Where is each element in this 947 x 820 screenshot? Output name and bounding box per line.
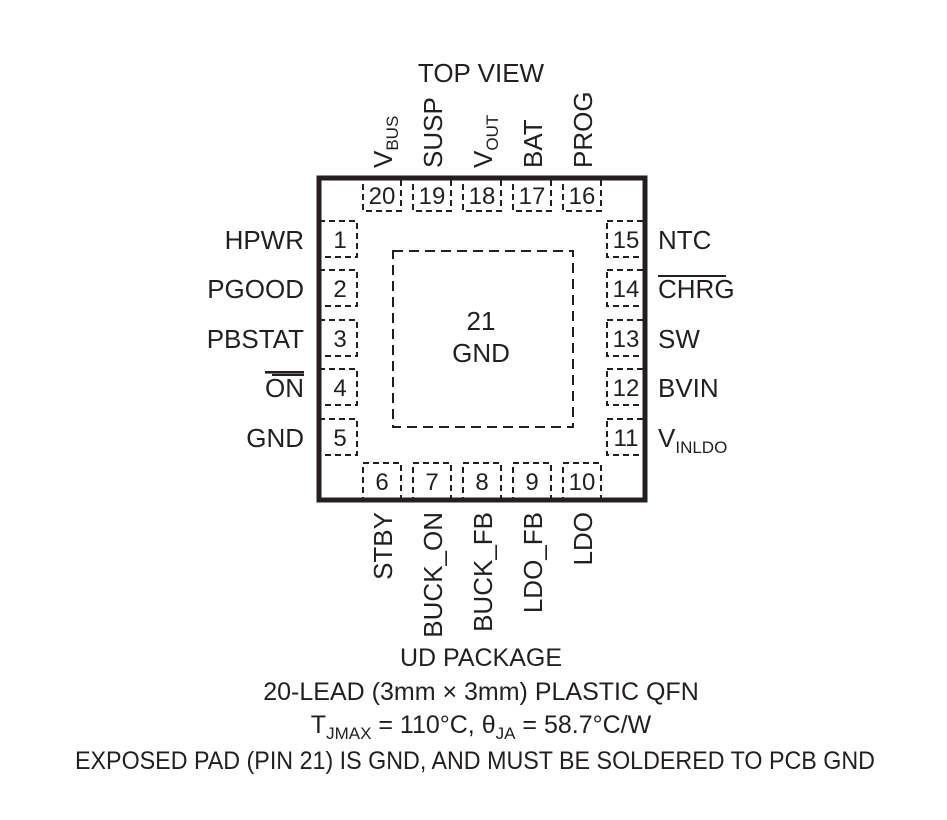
pin-1-number: 1 <box>333 227 346 254</box>
pin-8-number: 8 <box>475 469 488 496</box>
pin-1-pad <box>318 220 358 258</box>
pin-7-number: 7 <box>425 469 438 496</box>
pin-4-pad <box>318 368 358 406</box>
caption-package: UD PACKAGE <box>400 644 562 672</box>
pin-15-pad <box>606 220 646 258</box>
pin-3-number: 3 <box>333 326 346 353</box>
pin-12-number: 12 <box>613 375 640 402</box>
pin-19-number: 19 <box>419 183 446 210</box>
pin-6-name: STBY <box>368 512 398 580</box>
pin-9-name: LDO_FB <box>518 512 548 613</box>
pin-3-pad <box>318 319 358 357</box>
pin-17-pad <box>512 177 552 212</box>
pin-14-pad <box>606 269 646 307</box>
exposed-pad <box>392 250 574 428</box>
pin-18-name: VOUT <box>468 115 502 168</box>
caption-exposed-pad-note: EXPOSED PAD (PIN 21) IS GND, AND MUST BE… <box>75 747 875 775</box>
pin-10-number: 10 <box>569 469 596 496</box>
pin-3-name: PBSTAT <box>207 324 304 354</box>
pin-9-pad <box>512 462 552 501</box>
diagram-title: TOP VIEW <box>418 58 545 88</box>
pin-16-name: PROG <box>568 91 598 168</box>
pin-2-pad <box>318 269 358 307</box>
pin-15-name: NTC <box>658 225 711 255</box>
pin-12-name: BVIN <box>658 373 719 403</box>
pin-8-pad <box>462 462 502 501</box>
pin-13-pad <box>606 319 646 357</box>
bottom-pins: 6 7 8 9 10 STBY BUCK_ON BUCK_FB LDO_FB L… <box>362 462 602 638</box>
pin-15-number: 15 <box>613 227 640 254</box>
pin-6-number: 6 <box>375 469 388 496</box>
pin-20-name: VBUS <box>368 116 402 168</box>
pin-2-name: PGOOD <box>207 274 304 304</box>
pin-14-name: CHRG <box>658 274 735 304</box>
pin-11-name: VINLDO <box>658 423 727 457</box>
caption-lead: 20-LEAD (3mm × 3mm) PLASTIC QFN <box>263 678 699 706</box>
pin-10-pad <box>562 462 602 501</box>
right-pins: 15 14 13 12 11 NTC CHRG SW BVIN VINLDO <box>606 220 735 457</box>
pin-16-number: 16 <box>569 183 596 210</box>
pin-9-number: 9 <box>525 469 538 496</box>
pin-13-name: SW <box>658 324 700 354</box>
pin-4-number: 4 <box>333 375 346 402</box>
pin-16-pad <box>562 177 602 212</box>
caption-thermal: TJMAX = 110°C, θJA = 58.7°C/W <box>311 711 652 743</box>
pin-14-number: 14 <box>613 276 640 303</box>
pin-19-pad <box>412 177 452 212</box>
pin-1-name: HPWR <box>225 225 304 255</box>
pin-2-number: 2 <box>333 276 346 303</box>
pin-11-number: 11 <box>614 425 639 452</box>
exposed-pad-name: GND <box>452 338 510 368</box>
pin-5-name: GND <box>246 423 304 453</box>
pin-10-name: LDO <box>568 512 598 565</box>
pin-12-pad <box>606 368 646 406</box>
pin-7-pad <box>412 462 452 501</box>
pin-8-name: BUCK_FB <box>468 512 498 632</box>
pin-6-pad <box>362 462 402 501</box>
pin-13-number: 13 <box>613 326 640 353</box>
pin-4-name: ON <box>265 373 304 403</box>
top-pins: 20 19 18 17 16 VBUS SUSP VOUT BAT PROG <box>362 91 602 212</box>
pin-18-pad <box>462 177 502 212</box>
pin-18-number: 18 <box>469 183 496 210</box>
pin-20-number: 20 <box>369 183 396 210</box>
left-pins: 1 2 3 4 5 HPWR PGOOD PBSTAT ON GND <box>207 220 358 456</box>
exposed-pad-number: 21 <box>467 306 496 336</box>
pin-20-pad <box>362 177 402 212</box>
pin-5-pad <box>318 418 358 456</box>
pin-17-name: BAT <box>518 119 548 168</box>
pin-17-number: 17 <box>519 183 546 210</box>
pin-5-number: 5 <box>333 425 346 452</box>
pin-11-pad <box>606 418 646 456</box>
pin-19-name: SUSP <box>418 97 448 168</box>
pin-7-name: BUCK_ON <box>418 512 448 638</box>
